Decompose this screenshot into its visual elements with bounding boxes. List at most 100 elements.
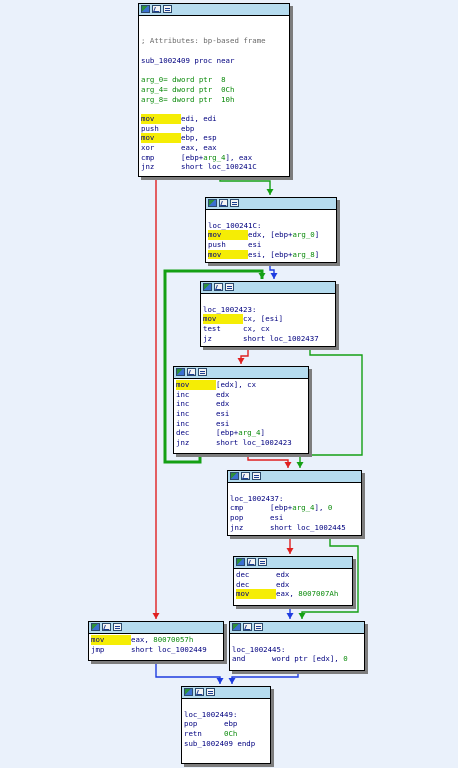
group-nodes-icon[interactable] xyxy=(113,623,122,631)
mnemonic[interactable]: cmp xyxy=(230,503,244,513)
mnemonic[interactable]: inc xyxy=(176,418,190,428)
operands[interactable]: ebp, esp xyxy=(181,133,217,143)
mnemonic[interactable]: push xyxy=(208,240,226,250)
mnemonic[interactable]: dec xyxy=(176,428,190,438)
mnemonic[interactable]: and xyxy=(232,654,246,664)
mnemonic[interactable]: inc xyxy=(176,389,190,399)
mnemonic[interactable]: inc xyxy=(176,399,190,409)
graph-overview-icon[interactable] xyxy=(247,558,256,566)
graph-overview-icon[interactable] xyxy=(152,5,161,13)
mnemonic[interactable]: jz xyxy=(203,333,212,343)
graph-overview-icon[interactable] xyxy=(187,368,196,376)
group-nodes-icon[interactable] xyxy=(225,283,234,291)
operands[interactable]: cx, [esi] xyxy=(243,314,284,324)
mnemonic[interactable]: test xyxy=(203,324,221,334)
mnemonic[interactable]: mov xyxy=(176,380,216,390)
graph-overview-icon[interactable] xyxy=(195,688,204,696)
block-title-bar[interactable] xyxy=(230,622,364,634)
mnemonic[interactable]: jnz xyxy=(230,522,244,532)
group-nodes-icon[interactable] xyxy=(258,558,267,566)
color-picker-icon[interactable] xyxy=(91,623,100,631)
mnemonic[interactable]: mov xyxy=(141,133,181,143)
block-title-bar[interactable] xyxy=(228,471,361,483)
color-picker-icon[interactable] xyxy=(208,199,217,207)
edge-to-loc-1002437[interactable] xyxy=(299,346,363,468)
group-nodes-icon[interactable] xyxy=(163,5,172,13)
graph-overview-icon[interactable] xyxy=(243,623,252,631)
edge-to-loc-1002423[interactable] xyxy=(163,269,264,464)
graph-overview-icon[interactable] xyxy=(219,199,228,207)
edge-to-loc-100241c[interactable] xyxy=(219,175,271,195)
operands[interactable]: esi xyxy=(270,513,284,523)
mnemonic[interactable]: pop xyxy=(184,719,198,729)
operands[interactable]: edx xyxy=(276,570,290,579)
graph-overview-icon[interactable] xyxy=(102,623,111,631)
operands[interactable]: edx xyxy=(216,389,230,399)
operands[interactable]: cx, cx xyxy=(243,324,270,334)
operands[interactable]: edx xyxy=(216,399,230,409)
mnemonic[interactable]: mov xyxy=(91,635,131,645)
operands[interactable]: esi, [ebp+arg_8] xyxy=(248,249,320,259)
mnemonic[interactable]: xor xyxy=(141,142,155,152)
mnemonic[interactable]: cmp xyxy=(141,152,155,162)
mnemonic[interactable]: inc xyxy=(176,409,190,419)
mnemonic[interactable]: mov xyxy=(208,230,248,241)
operands[interactable]: 0Ch xyxy=(224,729,238,739)
operands[interactable]: [ebp+arg_4], 0 xyxy=(270,503,333,513)
color-picker-icon[interactable] xyxy=(232,623,241,631)
graph-overview-icon[interactable] xyxy=(214,283,223,291)
edge-to-loc-1002437[interactable] xyxy=(247,453,289,468)
operands[interactable]: eax, 80070057h xyxy=(131,635,194,644)
block-title-bar[interactable] xyxy=(201,282,335,294)
mnemonic[interactable]: jnz xyxy=(176,438,190,448)
graph-overview-icon[interactable] xyxy=(241,472,250,480)
mnemonic[interactable]: dec xyxy=(236,579,250,589)
operands[interactable]: edi, edi xyxy=(181,113,217,123)
operands[interactable]: [ebp+arg_4], eax xyxy=(181,152,253,162)
mnemonic[interactable]: mov xyxy=(141,113,181,124)
group-nodes-icon[interactable] xyxy=(254,623,263,631)
group-nodes-icon[interactable] xyxy=(252,472,261,480)
operands[interactable]: [edx], cx xyxy=(216,380,257,389)
color-picker-icon[interactable] xyxy=(236,558,245,566)
block-title-bar[interactable] xyxy=(139,4,289,16)
color-picker-icon[interactable] xyxy=(141,5,150,13)
block-title-bar[interactable] xyxy=(89,622,223,634)
operands[interactable]: short loc_100241C xyxy=(181,162,257,172)
mnemonic[interactable]: mov xyxy=(203,314,243,325)
operands[interactable]: ebp xyxy=(181,123,195,133)
mnemonic[interactable]: dec xyxy=(236,570,250,579)
mnemonic[interactable]: jmp xyxy=(91,644,105,654)
mnemonic[interactable]: mov xyxy=(236,589,276,600)
operands[interactable]: edx, [ebp+arg_0] xyxy=(248,230,320,240)
color-picker-icon[interactable] xyxy=(203,283,212,291)
block-title-bar[interactable] xyxy=(182,687,270,699)
operands[interactable]: short loc_1002449 xyxy=(131,644,207,654)
operands[interactable]: esi xyxy=(248,240,262,250)
operands[interactable]: esi xyxy=(216,409,230,419)
edge-to-loc-1002449[interactable] xyxy=(155,660,221,684)
operands[interactable]: eax, eax xyxy=(181,142,217,152)
mnemonic[interactable]: jnz xyxy=(141,162,155,172)
operands[interactable]: eax, 8007007Ah xyxy=(276,589,339,599)
block-title-bar[interactable] xyxy=(206,198,336,210)
group-nodes-icon[interactable] xyxy=(206,688,215,696)
group-nodes-icon[interactable] xyxy=(230,199,239,207)
operands[interactable]: [ebp+arg_4] xyxy=(216,428,265,438)
operands[interactable]: edx xyxy=(276,579,290,589)
mnemonic[interactable]: pop xyxy=(230,513,244,523)
block-title-bar[interactable] xyxy=(174,367,308,379)
color-picker-icon[interactable] xyxy=(184,688,193,696)
operands[interactable]: word ptr [edx], 0 xyxy=(272,654,348,664)
operands[interactable]: short loc_1002437 xyxy=(243,333,319,343)
operands[interactable]: short loc_1002423 xyxy=(216,438,292,448)
